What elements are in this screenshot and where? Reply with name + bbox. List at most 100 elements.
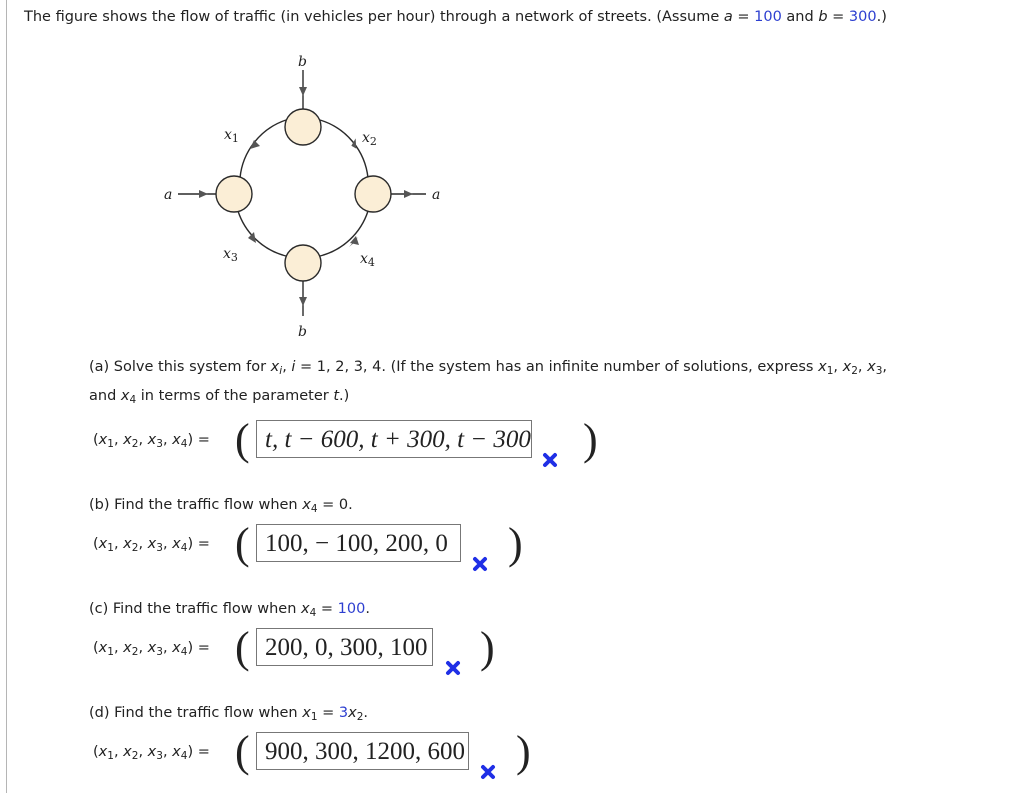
intersection-right [354, 175, 392, 213]
prompt-text: = [316, 601, 338, 617]
arrow-a-in-icon [199, 190, 208, 198]
close-paren: ) [480, 623, 495, 672]
sub: 2 [851, 365, 858, 377]
part-b-prompt: (b) Find the traffic flow when x4 = 0. [89, 497, 353, 515]
answer-input-a[interactable]: t, t − 600, t + 300, t − 300 [256, 420, 532, 458]
problem-intro: The figure shows the flow of traffic (in… [24, 9, 887, 25]
part-c-prompt: (c) Find the traffic flow when x4 = 100. [89, 601, 370, 619]
sub: 4 [309, 607, 317, 619]
label-b-bottom: b [298, 324, 307, 340]
arrow-x1-icon [250, 140, 260, 149]
sep: , [857, 359, 868, 375]
arrow-x3-icon [248, 232, 256, 243]
label-x4: x4 [360, 251, 375, 269]
intersection-left [215, 175, 253, 213]
var-x: x [302, 497, 311, 513]
answer-value: t, t − 600, t + 300, t − 300 [265, 426, 531, 453]
sub: 1 [310, 711, 318, 723]
open-paren: ( [235, 727, 250, 776]
tuple-label-c: (x1, x2, x3, x4) = [93, 640, 210, 658]
var-x: x [302, 705, 311, 721]
tuple-label-d: (x1, x2, x3, x4) = [93, 744, 210, 762]
street-x1 [239, 119, 287, 179]
var-t: t [333, 388, 340, 404]
label-x2: x2 [362, 130, 377, 148]
intersection-bottom [284, 244, 322, 282]
x-mark-icon [481, 765, 495, 779]
tuple-label-b: (x1, x2, x3, x4) = [93, 536, 210, 554]
var-a: a [723, 9, 733, 25]
coefficient: 3 [338, 705, 349, 721]
answer-input-b[interactable]: 100, − 100, 200, 0 [256, 524, 461, 562]
intro-end: .) [876, 9, 887, 25]
open-paren: ( [235, 623, 250, 672]
open-paren: ( [235, 519, 250, 568]
prompt-text: in terms of the parameter [136, 388, 334, 404]
answer-input-c[interactable]: 200, 0, 300, 100 [256, 628, 433, 666]
prompt-text: , [282, 359, 292, 375]
var-b: b [818, 9, 828, 25]
sep: , [833, 359, 843, 375]
prompt-text: (a) Solve this system for [89, 359, 271, 375]
prompt-text: = [317, 705, 339, 721]
equals: = [827, 9, 849, 25]
a-value: 100 [754, 9, 782, 25]
label-b-top: b [298, 54, 307, 70]
b-value: 300 [848, 9, 877, 25]
var-x: x [867, 359, 876, 375]
var-x: x [270, 359, 280, 375]
var-x: x [818, 359, 827, 375]
var-x: x [842, 359, 852, 375]
sub-i: i [279, 365, 283, 377]
equals: = [732, 9, 755, 25]
prompt-text: (b) Find the traffic flow when [89, 497, 303, 513]
sub: 1 [826, 365, 834, 377]
label-a-right: a [432, 187, 440, 203]
sub: 2 [356, 711, 364, 723]
intro-text: The figure shows the flow of traffic (in… [24, 9, 724, 25]
label-a-left: a [164, 187, 172, 203]
street-x3 [237, 210, 287, 257]
x4-value: 100 [337, 601, 366, 617]
arrow-a-out-icon [404, 190, 413, 198]
part-a-prompt-line1: (a) Solve this system for xi, i = 1, 2, … [89, 359, 887, 377]
answer-value: 900, 300, 1200, 600 [265, 738, 465, 765]
x-mark-icon [446, 661, 460, 675]
arrow-x4-head-icon [350, 236, 359, 245]
prompt-text: .) [339, 388, 350, 404]
var-x: x [348, 705, 357, 721]
part-d-prompt: (d) Find the traffic flow when x1 = 3x2. [89, 705, 369, 723]
open-paren: ( [235, 415, 250, 464]
sub: 3 [875, 365, 883, 377]
left-border-rule [6, 0, 7, 793]
prompt-text: (d) Find the traffic flow when [89, 705, 303, 721]
arrow-b-out-icon [299, 297, 307, 306]
var-x: x [301, 601, 310, 617]
close-paren: ) [583, 415, 598, 464]
close-paren: ) [508, 519, 523, 568]
x-mark-icon [543, 453, 557, 467]
var-i: i [291, 359, 296, 375]
traffic-network-diagram: b b a a x1 x2 x3 x4 [164, 54, 440, 340]
prompt-text: . [365, 601, 370, 617]
x-mark-icon [473, 557, 487, 571]
prompt-text: = 0. [317, 497, 353, 513]
intersection-top [284, 108, 322, 146]
sub: 4 [310, 503, 318, 515]
label-x3: x3 [223, 246, 238, 264]
answer-input-d[interactable]: 900, 300, 1200, 600 [256, 732, 469, 770]
part-a-prompt-line2: and x4 in terms of the parameter t.) [89, 388, 350, 405]
var-x: x [120, 388, 130, 404]
prompt-text: . [363, 705, 369, 721]
street-x4 [319, 210, 369, 257]
tuple-label-a: (x1, x2, x3, x4) = [93, 432, 210, 450]
close-paren: ) [516, 727, 531, 776]
prompt-text: and [89, 388, 121, 404]
arrow-x2-icon [351, 138, 357, 149]
prompt-text: (c) Find the traffic flow when [89, 601, 301, 617]
sep: , [882, 359, 887, 375]
answer-value: 200, 0, 300, 100 [265, 634, 428, 661]
and-text: and [781, 9, 819, 25]
prompt-text: = 1, 2, 3, 4. (If the system has an infi… [295, 359, 819, 375]
street-x2 [319, 119, 369, 179]
